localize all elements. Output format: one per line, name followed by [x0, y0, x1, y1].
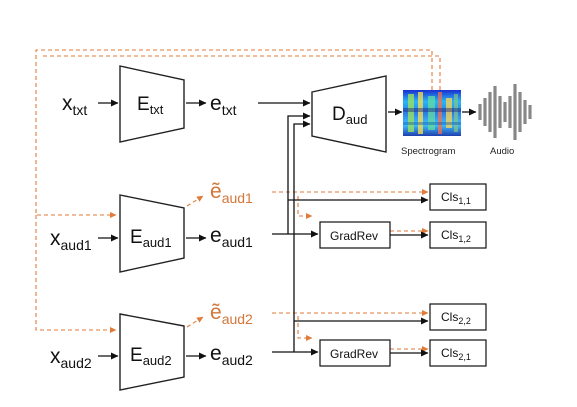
x-aud1-label: xaud1 [50, 227, 92, 253]
e-aud2-label: eaud2 [210, 342, 253, 368]
decoder-aud: Daud [311, 75, 387, 153]
svg-text:GradRev: GradRev [330, 229, 378, 243]
dashed-feedback-paths [35, 49, 441, 352]
svg-text:Cls2,1: Cls2,1 [441, 346, 471, 362]
spectrogram-image [403, 90, 461, 136]
svg-text:Cls1,2: Cls1,2 [441, 228, 471, 244]
svg-text:Cls1,1: Cls1,1 [441, 190, 471, 206]
gradrev-box-2: GradRev [319, 339, 391, 367]
gradrev-box-1: GradRev [319, 221, 391, 249]
e-tilde-aud1-label: ẽaud1 [210, 180, 253, 206]
classifier-2-1: Cls2,1 [429, 339, 487, 367]
classifier-2-2: Cls2,2 [429, 303, 487, 331]
classifier-1-2: Cls1,2 [429, 221, 487, 249]
encoder-txt-label: Etxt [137, 94, 164, 117]
encoder-txt: Etxt [119, 65, 185, 143]
decoder-label: Daud [332, 104, 367, 127]
e-txt-label: etxt [210, 92, 237, 118]
encoder-aud1-label: Eaud1 [130, 227, 172, 250]
audio-label: Audio [490, 146, 514, 157]
audio-waveform-icon [478, 84, 532, 140]
encoder-aud1: Eaud1 [119, 194, 185, 273]
x-aud2-label: xaud2 [50, 345, 92, 371]
encoder-aud2-label: Eaud2 [130, 345, 172, 368]
x-txt-label: xtxt [62, 92, 87, 118]
black-paths [98, 99, 477, 360]
spectrogram-label: Spectrogram [401, 146, 455, 157]
e-tilde-aud2-label: ẽaud2 [210, 301, 253, 327]
classifier-1-1: Cls1,1 [429, 183, 487, 211]
encoder-aud2: Eaud2 [119, 313, 185, 391]
e-aud1-label: eaud1 [210, 224, 253, 250]
svg-text:Cls2,2: Cls2,2 [441, 310, 471, 326]
svg-text:GradRev: GradRev [330, 347, 378, 361]
